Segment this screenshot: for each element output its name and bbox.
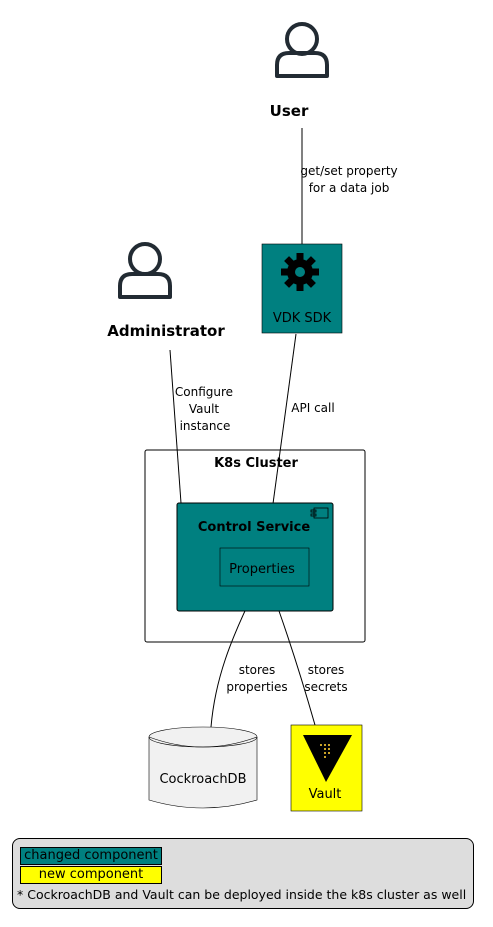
k8s-cluster-frame: K8s Cluster: [144, 449, 366, 643]
edge-label-properties-vault: stores secrets: [304, 663, 347, 694]
legend-changed-component: changed component: [20, 847, 162, 865]
administrator-label: Administrator: [107, 322, 225, 340]
legend-new-component: new component: [20, 866, 162, 884]
administrator-person-icon: [118, 242, 172, 299]
cockroachdb-node[interactable]: CockroachDB: [148, 726, 258, 809]
control-service-node[interactable]: Control Service Properties: [176, 502, 334, 612]
properties-node[interactable]: Properties: [219, 547, 310, 587]
edge-label-sdk-properties: API call: [291, 401, 334, 415]
vault-triangle-icon: [303, 735, 352, 782]
user-label: User: [270, 102, 309, 120]
administrator-actor[interactable]: Administrator: [107, 242, 225, 340]
component-icon: [310, 507, 329, 519]
edge-label-admin-properties: Configure Vault instance: [175, 385, 233, 433]
vault-label: Vault: [309, 787, 342, 802]
legend: changed component new component * Cockro…: [12, 838, 474, 909]
edge-label-line: Configure: [175, 385, 233, 399]
edge-admin-control: [169, 349, 182, 504]
cockroachdb-label: CockroachDB: [159, 772, 246, 787]
edge-label-line: properties: [226, 680, 287, 694]
edge-label-properties-db: stores properties: [226, 663, 287, 694]
user-person-icon: [275, 22, 329, 78]
edge-label-line: instance: [180, 419, 231, 433]
vdk-sdk-node[interactable]: VDK SDK: [261, 243, 343, 334]
edge-label-line: Vault: [189, 402, 220, 416]
edge-label-line: API call: [291, 401, 334, 415]
edge-label-line: stores: [308, 663, 345, 677]
vault-node[interactable]: Vault: [290, 724, 363, 812]
k8s-cluster-label: K8s Cluster: [214, 456, 298, 471]
edge-label-line: secrets: [304, 680, 347, 694]
legend-note: * CockroachDB and Vault can be deployed …: [17, 887, 467, 902]
control-service-label: Control Service: [198, 520, 310, 535]
edge-label-line: get/set property: [300, 164, 397, 178]
properties-label: Properties: [229, 562, 295, 577]
edge-label-line: for a data job: [309, 181, 390, 195]
gear-icon: [281, 253, 319, 291]
edge-label-user-sdk: get/set property for a data job: [300, 164, 397, 195]
edge-label-line: stores: [239, 663, 276, 677]
user-actor[interactable]: User: [270, 22, 329, 120]
vdk-sdk-label: VDK SDK: [273, 311, 332, 326]
